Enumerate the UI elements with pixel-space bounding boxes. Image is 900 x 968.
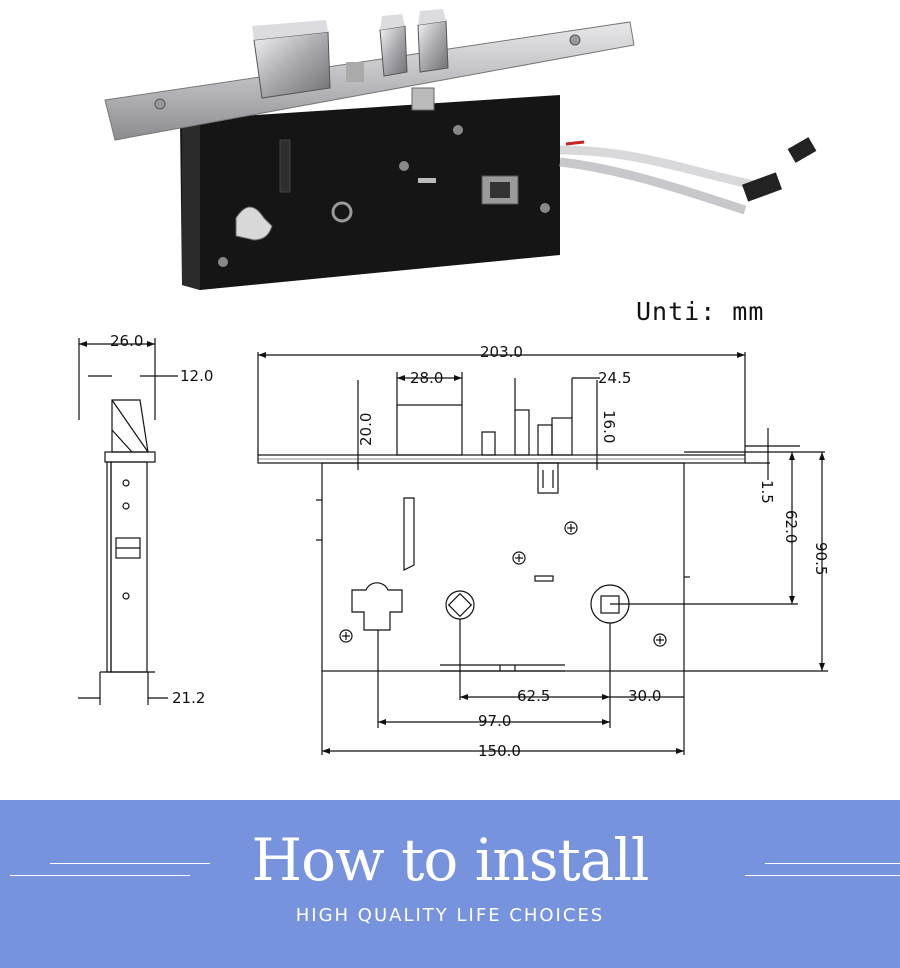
side-view: [78, 338, 178, 705]
dimension-drawing: 26.0 12.0 21.2 203.0 28.0 20.0 24.5 16.0…: [78, 332, 830, 760]
banner-divider-right: [765, 863, 900, 864]
dim-latch-width: 28.0: [410, 369, 443, 387]
dim-backset: 30.0: [628, 687, 661, 705]
lock-body-photo: [104, 9, 817, 290]
unit-label: Unti: mm: [636, 297, 765, 326]
dim-side-depth: 21.2: [172, 689, 205, 707]
dim-total-length: 203.0: [480, 343, 523, 361]
dim-center-distance: 62.5: [517, 687, 550, 705]
install-banner: [0, 800, 900, 968]
dim-plate-thickness: 1.5: [758, 480, 776, 504]
banner-subtitle: HIGH QUALITY LIFE CHOICES: [295, 905, 605, 926]
dim-side-width: 26.0: [110, 332, 143, 350]
dim-side-bolt: 12.0: [180, 367, 213, 385]
dim-body-height: 90.5: [812, 542, 830, 575]
banner-title: How to install: [251, 826, 650, 894]
front-view: [257, 352, 828, 755]
banner-divider-left: [50, 863, 210, 864]
banner-divider-right-2: [745, 875, 900, 876]
dim-cylinder-distance: 97.0: [478, 712, 511, 730]
dim-latch-height: 20.0: [357, 413, 375, 446]
dim-deadbolt-height: 16.0: [600, 410, 618, 443]
dim-body-length: 150.0: [478, 742, 521, 760]
banner-divider-left-2: [10, 875, 190, 876]
dim-deadbolt-width: 24.5: [598, 369, 631, 387]
dim-spindle-offset: 62.0: [782, 510, 800, 543]
